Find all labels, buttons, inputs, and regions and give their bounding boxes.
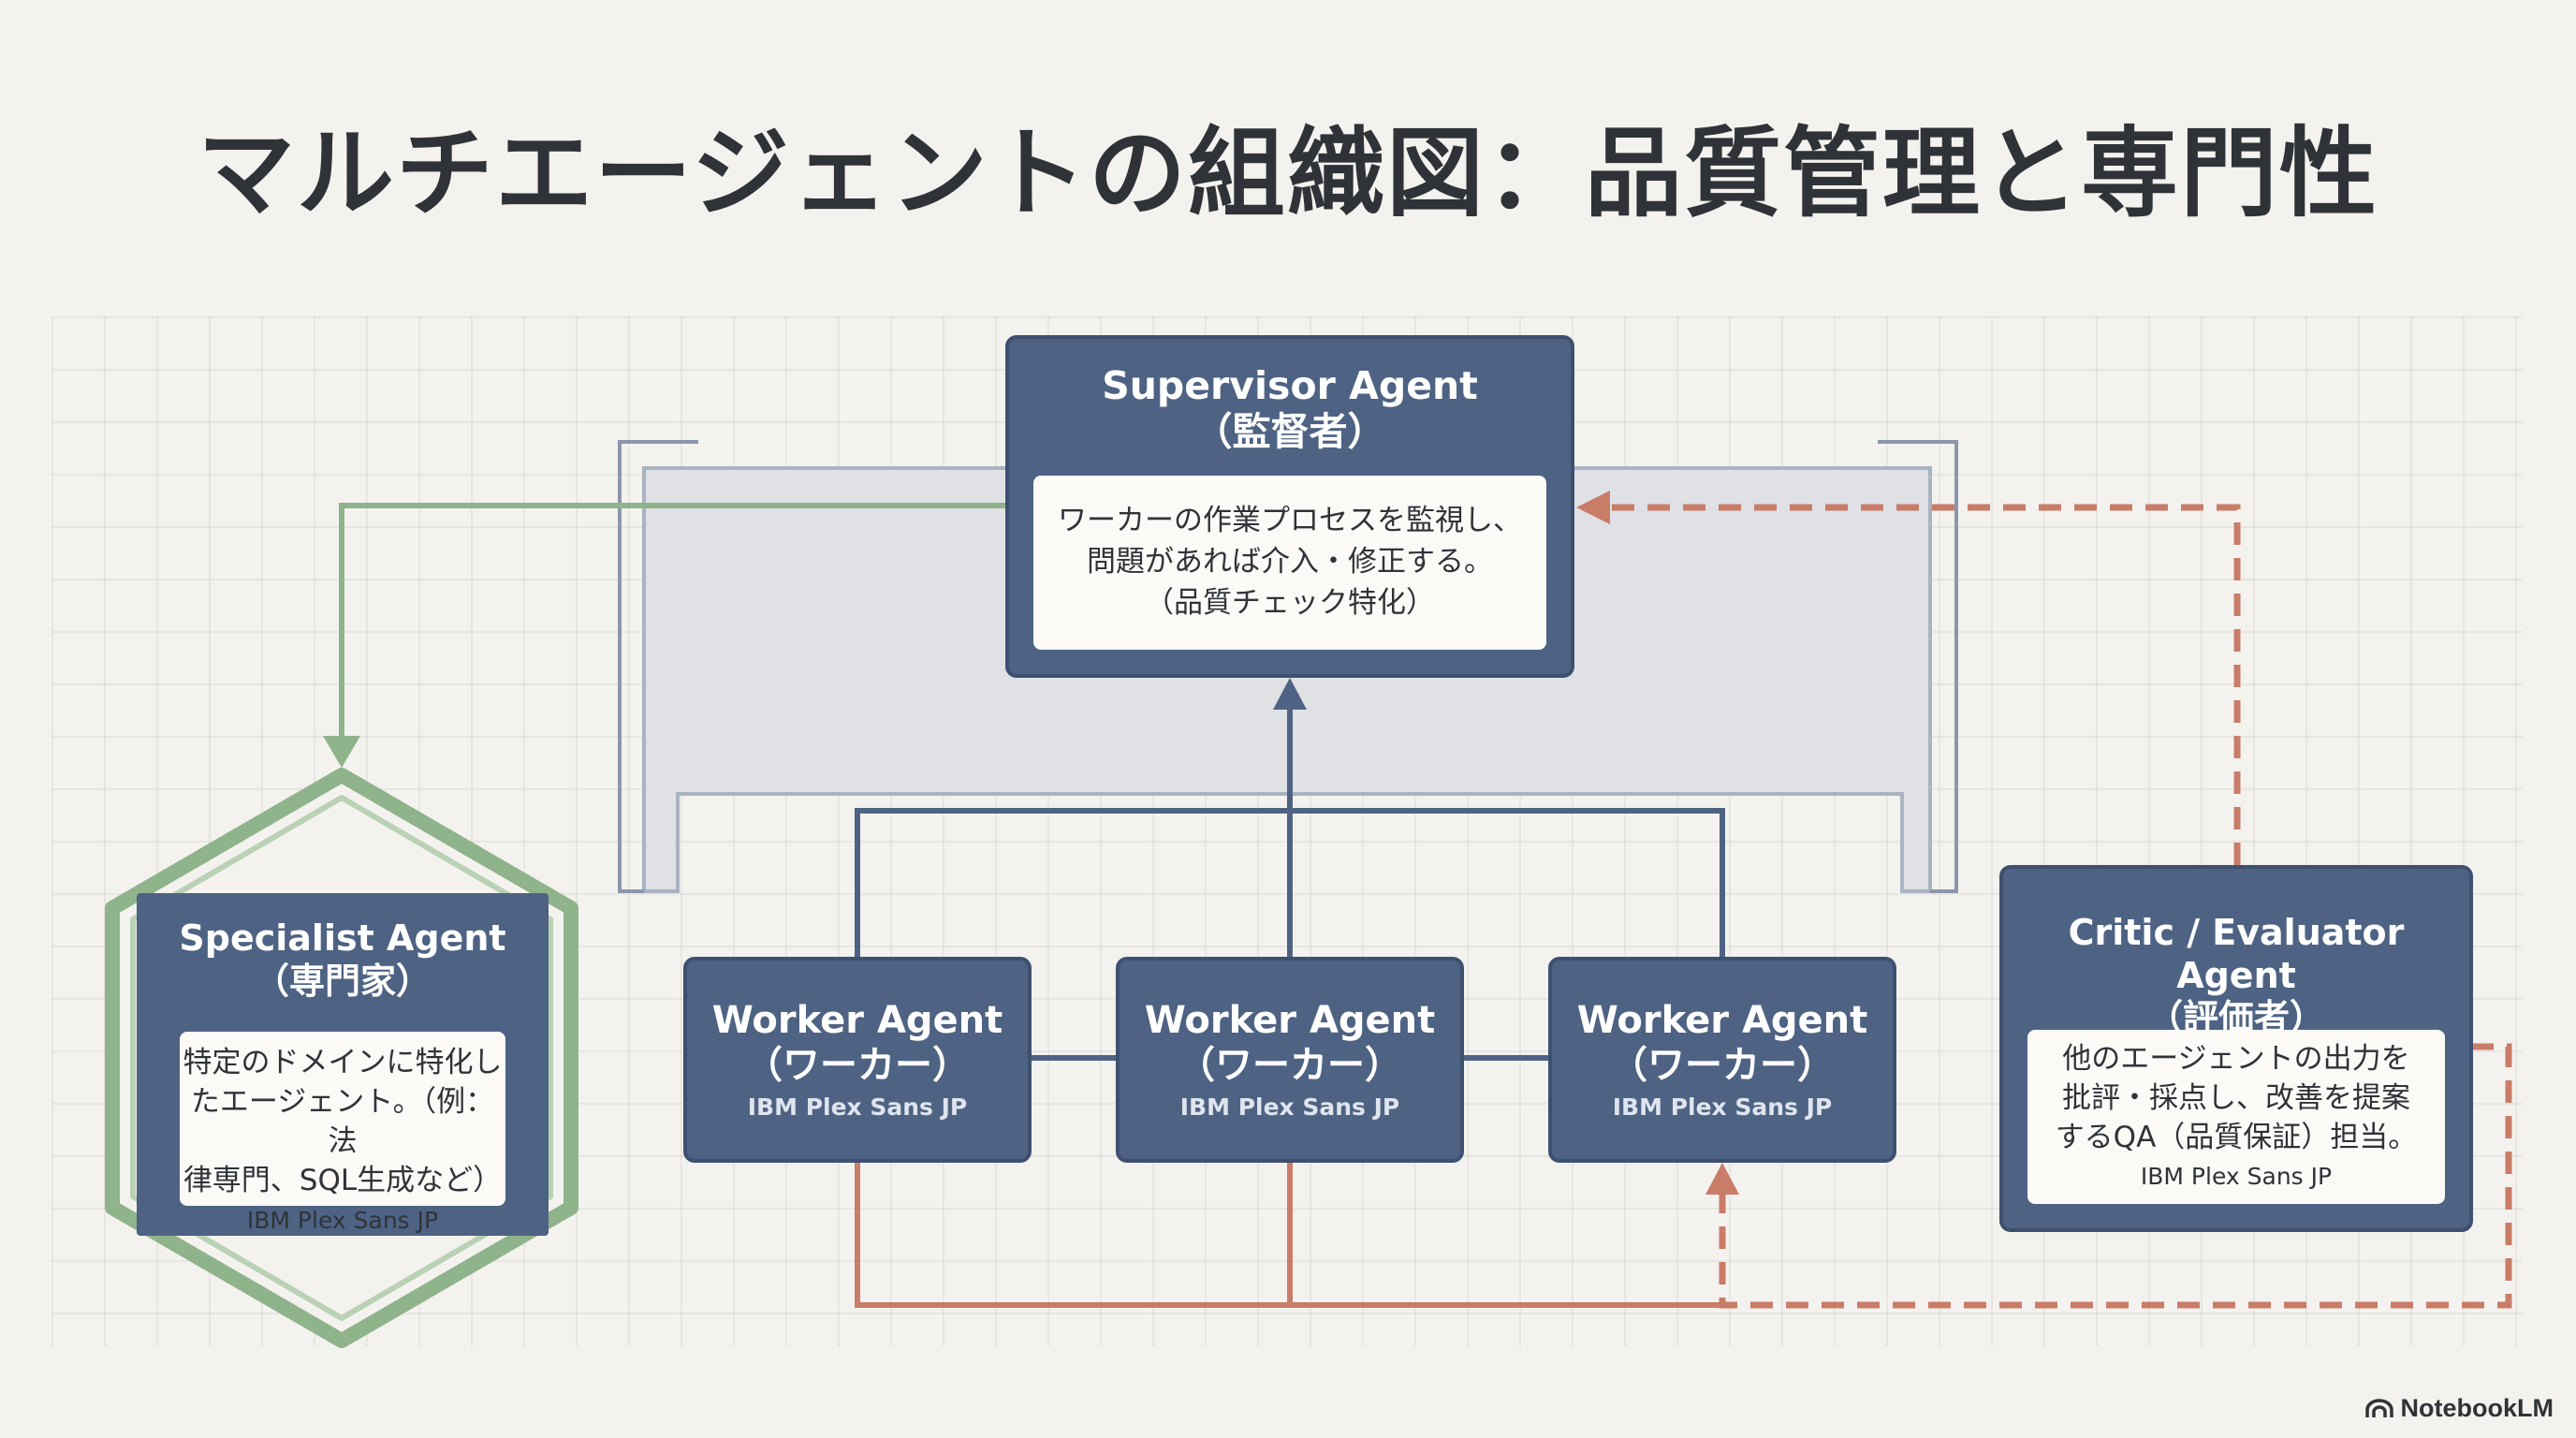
supervisor-role: （監督者）	[1193, 409, 1386, 455]
worker-role: （ワーカー）	[745, 1044, 970, 1087]
critic-to-worker-dashed-line	[1719, 1043, 2512, 1309]
supervision-bracket-left-tick	[618, 440, 698, 893]
specialist-font-note: IBM Plex Sans JP	[246, 1206, 439, 1234]
supervision-bracket-fill	[642, 466, 1932, 893]
specialist-desc-line: 特定のドメインに特化し	[183, 1046, 503, 1079]
worker-font-note: IBM Plex Sans JP	[1179, 1093, 1400, 1121]
brand-label: NotebookLM	[2400, 1394, 2554, 1422]
notebooklm-logo-icon	[2364, 1398, 2393, 1417]
critic-name: Critic / Evaluator Agent	[2068, 912, 2405, 996]
specialist-arrowhead	[323, 736, 360, 768]
specialist-description-panel: 特定のドメインに特化し たエージェント。（例：法 律専門、SQL生成など） IB…	[180, 1032, 505, 1234]
specialist-role: （専門家）	[253, 960, 432, 1002]
worker-agent-node-3[interactable]: Worker Agent （ワーカー） IBM Plex Sans JP	[1548, 957, 1896, 1163]
supervisor-desc-line: 問題があれば介入・修正する。	[1087, 545, 1493, 580]
worker-tree-connector	[855, 691, 1725, 959]
supervision-bracket-right-tick	[1878, 440, 1958, 893]
supervisor-description-panel: ワーカーの作業プロセスを監視し、 問題があれば介入・修正する。 （品質チェック特…	[1033, 476, 1546, 650]
critic-to-worker-arrowhead	[1705, 1163, 1739, 1195]
notebooklm-brand: NotebookLM	[2364, 1394, 2554, 1423]
supervisor-name: Supervisor Agent	[1102, 363, 1478, 408]
supervisor-arrowhead	[1273, 678, 1307, 710]
worker-role: （ワーカー）	[1178, 1044, 1402, 1087]
specialist-hexagon-inner	[130, 795, 553, 1321]
critic-to-supervisor-dashed-line	[1610, 504, 2241, 865]
worker-agent-node-1[interactable]: Worker Agent （ワーカー） IBM Plex Sans JP	[683, 957, 1032, 1163]
critic-evaluator-agent-node[interactable]: Critic / Evaluator Agent （評価者） 他のエージェントの…	[1999, 865, 2473, 1232]
specialist-desc-line: 律専門、SQL生成など）	[183, 1164, 503, 1198]
page-title: マルチエージェントの組織図：品質管理と専門性	[198, 116, 2378, 230]
critic-desc-line: するQA（品質保証）担当。	[2055, 1121, 2418, 1155]
worker-font-note: IBM Plex Sans JP	[747, 1093, 968, 1121]
critic-font-note: IBM Plex Sans JP	[2140, 1163, 2333, 1191]
worker-agent-node-2[interactable]: Worker Agent （ワーカー） IBM Plex Sans JP	[1116, 957, 1464, 1163]
worker-name: Worker Agent	[711, 999, 1003, 1042]
worker-role: （ワーカー）	[1610, 1044, 1835, 1087]
worker-font-note: IBM Plex Sans JP	[1612, 1093, 1833, 1121]
specialist-name: Specialist Agent	[179, 917, 506, 959]
worker-name: Worker Agent	[1144, 999, 1436, 1042]
critic-description-panel: 他のエージェントの出力を 批評・採点し、改善を提案 するQA（品質保証）担当。 …	[2027, 1030, 2445, 1204]
critic-to-supervisor-arrowhead	[1576, 491, 1610, 524]
worker-feedback-line	[855, 1163, 1722, 1308]
supervisor-agent-node[interactable]: Supervisor Agent （監督者） ワーカーの作業プロセスを監視し、 …	[1005, 335, 1574, 678]
critic-desc-line: 批評・採点し、改善を提案	[2062, 1081, 2410, 1116]
specialist-desc-line: たエージェント。（例：法	[190, 1085, 495, 1159]
specialist-agent-node[interactable]: Specialist Agent （専門家） 特定のドメインに特化し たエージェ…	[137, 893, 549, 1236]
specialist-connector-line	[339, 503, 1005, 740]
supervisor-desc-line: ワーカーの作業プロセスを監視し、	[1058, 504, 1522, 537]
worker-name: Worker Agent	[1576, 999, 1868, 1042]
critic-desc-line: 他のエージェントの出力を	[2062, 1042, 2410, 1076]
supervisor-desc-line: （品質チェック特化）	[1145, 586, 1435, 621]
